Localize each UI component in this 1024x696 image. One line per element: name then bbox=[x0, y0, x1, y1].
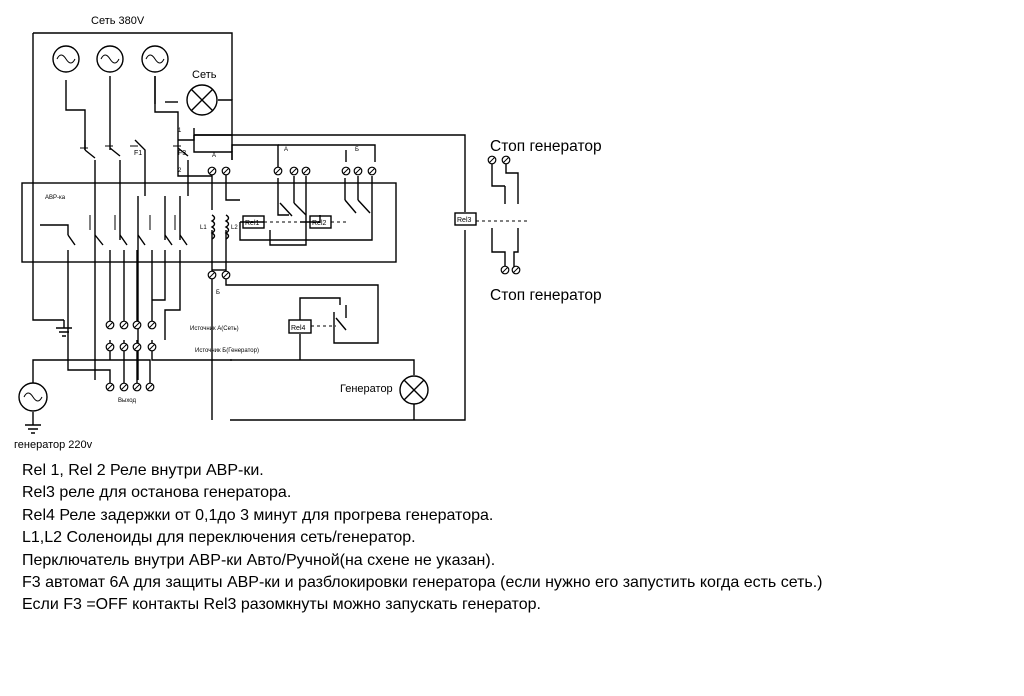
note-line: Rel4 Реле задержки от 0,1до 3 минут для … bbox=[22, 506, 494, 524]
ac-source-phase-1 bbox=[52, 45, 80, 73]
label-output: Выход bbox=[118, 398, 136, 404]
label-term-a2: А bbox=[284, 147, 288, 153]
label-l1: L1 bbox=[200, 225, 207, 231]
note-line: L1,L2 Соленоиды для переключения сеть/ге… bbox=[22, 529, 416, 547]
label-mains-lamp: Сеть bbox=[192, 69, 217, 81]
relay-contacts bbox=[279, 178, 371, 217]
note-line: Перключатель внутри АВР-ки Авто/Ручной(н… bbox=[22, 551, 496, 569]
terminals bbox=[105, 155, 521, 392]
breaker-contacts bbox=[80, 139, 189, 196]
label-term-b2: Б bbox=[216, 290, 220, 296]
generator-lamp bbox=[399, 375, 429, 405]
label-rel2: Rel2 bbox=[312, 220, 327, 227]
label-source-b: Источник Б(Генератор) bbox=[195, 348, 259, 354]
label-f3: F3 bbox=[178, 150, 186, 157]
ac-source-generator-220 bbox=[18, 382, 48, 412]
label-term-a1: А bbox=[212, 153, 216, 159]
label-rel3: Rel3 bbox=[457, 217, 472, 224]
label-rel1: Rel1 bbox=[245, 220, 260, 227]
ac-source-phase-2 bbox=[96, 45, 124, 73]
label-stop-bottom: Стоп генератор bbox=[490, 287, 602, 304]
label-source-a: Источник А(Сеть) bbox=[190, 326, 239, 332]
ground-symbol-left bbox=[56, 327, 72, 337]
note-line: Rel 1, Rel 2 Реле внутри АВР-ки. bbox=[22, 462, 264, 479]
label-l2: L2 bbox=[231, 225, 238, 231]
wiring-schematic: Сеть 380V Сеть F1 F3 1 2 АВР-ка А А Б Б … bbox=[14, 15, 602, 451]
label-pin-1: 1 bbox=[178, 128, 182, 134]
label-avr: АВР-ка bbox=[45, 195, 66, 201]
avr-unit-box bbox=[21, 182, 397, 263]
label-pin-2: 2 bbox=[178, 168, 182, 174]
label-generator-lamp: Генератор bbox=[340, 383, 393, 395]
avr-switch-contacts bbox=[67, 215, 188, 246]
label-rel4: Rel4 bbox=[291, 325, 306, 332]
note-line: Если F3 =OFF контакты Rel3 разомкнуты мо… bbox=[22, 596, 541, 614]
label-f1: F1 bbox=[134, 150, 142, 157]
solenoid-coils bbox=[210, 214, 230, 240]
notes-list: Rel 1, Rel 2 Реле внутри АВР-ки. Rel3 ре… bbox=[22, 460, 823, 617]
note-line: Rel3 реле для останова генератора. bbox=[22, 484, 292, 502]
ground-symbol-generator bbox=[25, 424, 41, 434]
label-mains-380: Сеть 380V bbox=[91, 15, 145, 27]
relay-rel3 bbox=[454, 212, 477, 226]
wiring-lines bbox=[32, 32, 530, 425]
label-term-b1: Б bbox=[355, 147, 359, 153]
label-stop-top: Стоп генератор bbox=[490, 138, 602, 155]
note-line: F3 автомат 6А для защиты АВР-ки и разбло… bbox=[22, 574, 823, 592]
mains-lamp bbox=[186, 84, 218, 116]
label-generator-220: генератор 220v bbox=[14, 439, 93, 451]
ac-source-phase-3 bbox=[141, 45, 169, 73]
